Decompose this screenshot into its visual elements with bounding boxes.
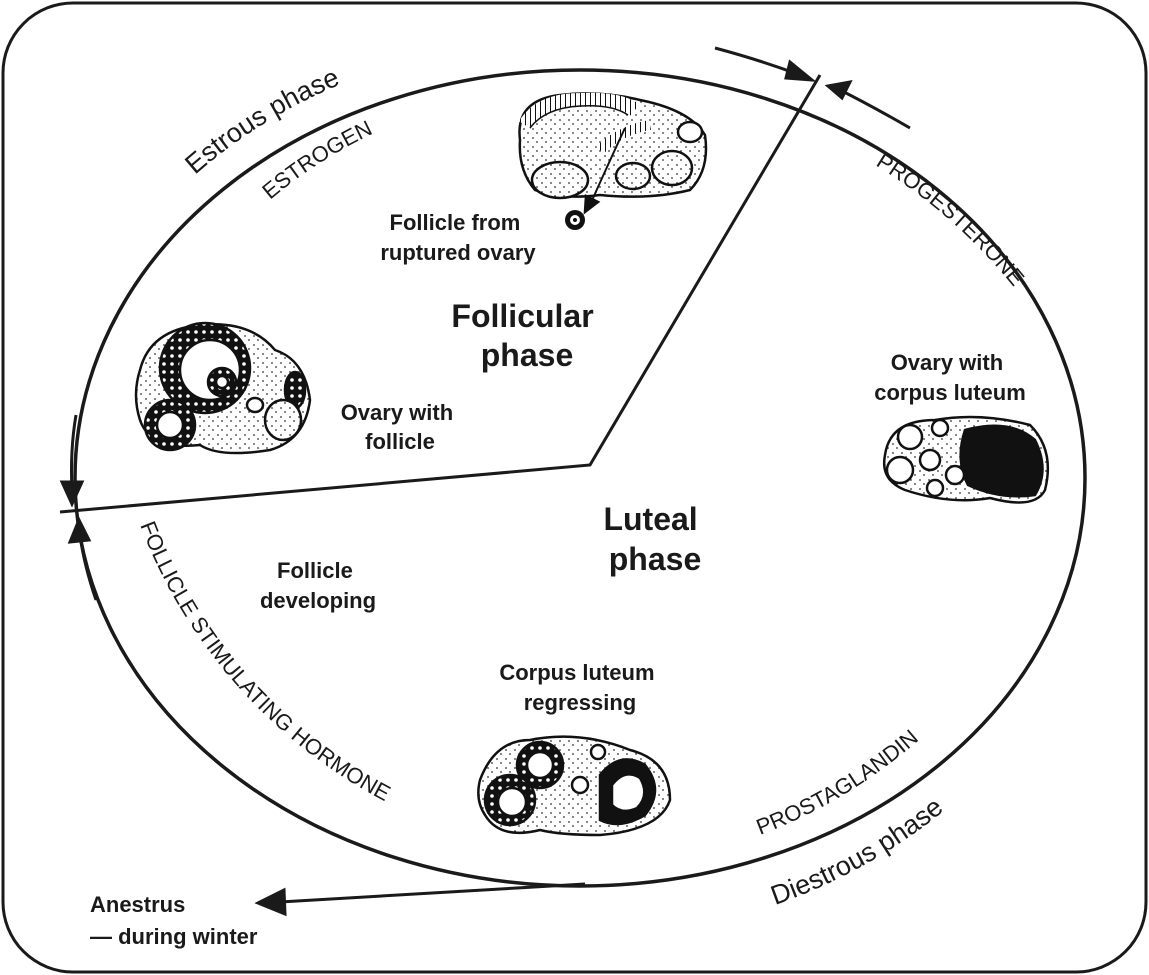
ovum-icon <box>565 210 585 230</box>
ovary-with-corpus-luteum-icon <box>884 417 1048 503</box>
